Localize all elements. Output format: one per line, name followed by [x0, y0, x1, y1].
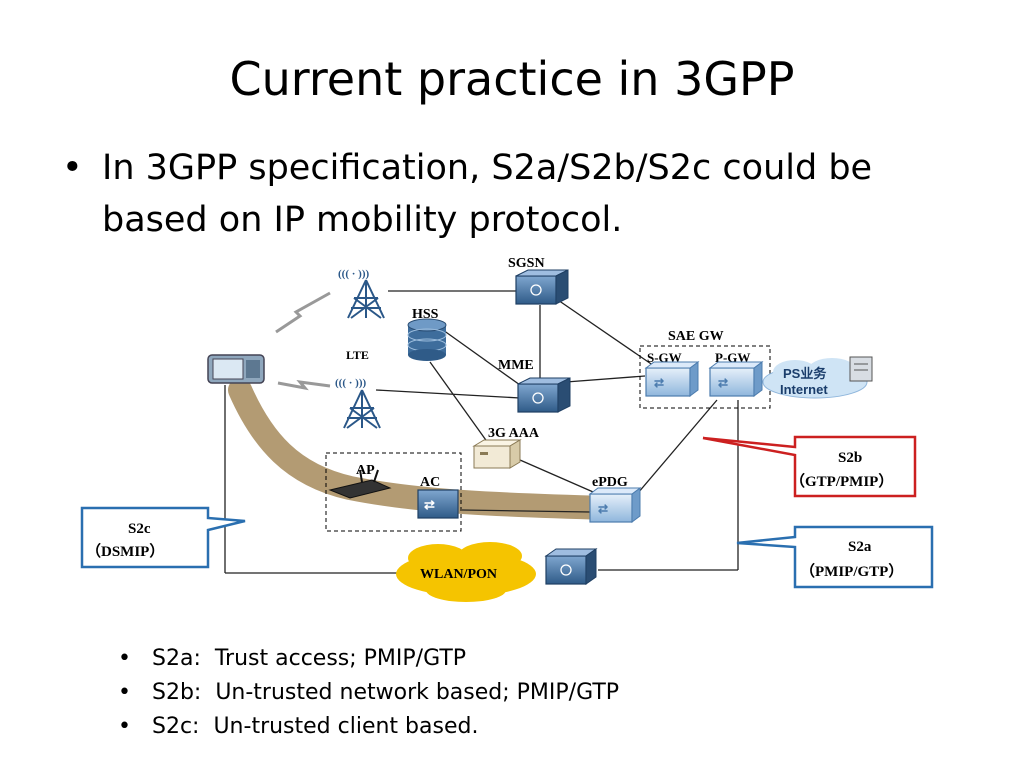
svg-text:((( · ))): ((( · ))) — [338, 268, 369, 280]
server-icon — [849, 356, 873, 382]
gateway-switch-icon — [544, 548, 598, 585]
sub-bullet-s2c: S2c: Un-trusted client based. — [152, 714, 479, 739]
epdg-label: ePDG — [592, 475, 628, 490]
s2b-callout — [702, 435, 917, 498]
connections — [224, 290, 739, 574]
s2b-title: S2b — [838, 450, 862, 466]
wireless-link-icon — [277, 380, 331, 391]
svg-text:((( · ))): ((( · ))) — [335, 377, 366, 389]
svg-text:⇄: ⇄ — [654, 376, 664, 390]
svg-text:⇄: ⇄ — [424, 497, 435, 512]
mobile-phone-icon — [207, 354, 265, 384]
s2a-subtitle: （PMIP/GTP） — [800, 562, 903, 580]
s2a-title: S2a — [848, 539, 872, 555]
cell-tower-icon: ((( · ))) — [335, 377, 381, 429]
svg-text:⇄: ⇄ — [718, 376, 728, 390]
s2c-title: S2c — [128, 521, 151, 537]
mme-label: MME — [498, 358, 534, 373]
p-gw-switch-icon: ⇄ — [708, 361, 764, 397]
sub-bullet-s2a: S2a: Trust access; PMIP/GTP — [152, 646, 467, 671]
bullet-dot: • — [118, 646, 131, 671]
lte-label: LTE — [346, 348, 369, 362]
sae-gw-label: SAE GW — [668, 329, 724, 344]
internet-cloud-icon — [762, 358, 868, 399]
ap-label: AP — [356, 463, 375, 478]
mme-router-icon — [517, 377, 571, 413]
aaa-label: 3G AAA — [488, 426, 540, 441]
cell-tower-icon: ((( · ))) — [338, 268, 385, 319]
ps-label: PS业务 — [783, 366, 827, 381]
s2b-subtitle: （GTP/PMIP） — [790, 472, 893, 490]
wlan-pon-label: WLAN/PON — [420, 567, 497, 582]
svg-text:⇄: ⇄ — [598, 502, 608, 516]
bullet-dot: • — [62, 148, 83, 188]
s-gw-switch-icon: ⇄ — [644, 361, 700, 397]
ap-ac-group-box — [325, 452, 462, 532]
aaa-server-icon — [472, 439, 522, 469]
main-bullet-text: In 3GPP specification, S2a/S2b/S2c could… — [102, 148, 873, 240]
slide-title: Current practice in 3GPP — [229, 52, 795, 106]
hss-database-icon — [407, 318, 447, 361]
s2a-callout — [736, 525, 934, 589]
bullet-dot: • — [118, 680, 131, 705]
wireless-link-icon — [275, 291, 331, 334]
ac-label: AC — [420, 475, 440, 490]
p-gw-label: P-GW — [715, 350, 750, 365]
sgsn-router-icon — [515, 269, 569, 305]
sgsn-label: SGSN — [508, 256, 545, 271]
internet-label: Internet — [780, 382, 828, 397]
epdg-switch-icon: ⇄ — [588, 487, 642, 523]
s-gw-label: S-GW — [647, 350, 682, 365]
access-point-icon — [328, 469, 392, 499]
ac-switch-icon: ⇄ — [417, 489, 459, 519]
s2c-subtitle: （DSMIP） — [86, 542, 164, 560]
s2c-callout — [80, 506, 246, 569]
wlan-pon-cloud-icon — [396, 542, 536, 602]
sub-bullet-s2b: S2b: Un-trusted network based; PMIP/GTP — [152, 680, 620, 705]
bullet-dot: • — [118, 714, 131, 739]
hss-label: HSS — [412, 307, 439, 322]
